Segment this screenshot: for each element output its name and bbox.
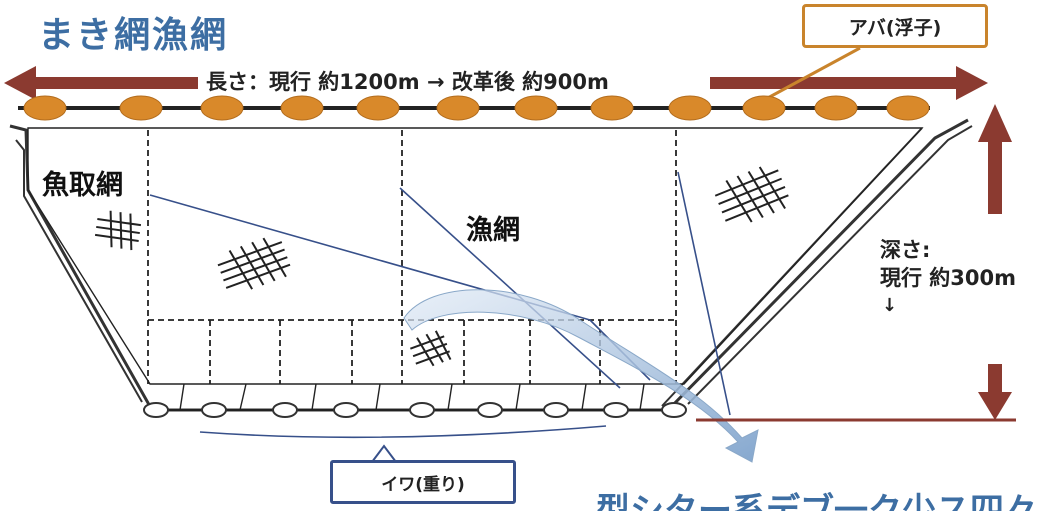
- main-net-label: 漁網: [466, 215, 520, 246]
- float-callout-pointer: [763, 46, 861, 102]
- mesh-symbols: [94, 166, 789, 367]
- float: [514, 95, 558, 121]
- weights-row: [143, 402, 687, 418]
- float: [742, 95, 786, 121]
- depth-arrow-up: [978, 104, 1012, 214]
- bag-net-label: 魚取網: [42, 170, 123, 201]
- depth-label: 深さ: 現行 約300m ↓: [880, 236, 1016, 320]
- float: [886, 95, 930, 121]
- float: [814, 95, 858, 121]
- length-arrow-right: [710, 66, 988, 100]
- weight-callout-label: イワ(重り): [381, 474, 465, 495]
- length-label: 長さ：現行 約1200m → 改革後 約900m: [206, 70, 609, 94]
- floats-row: [23, 95, 930, 121]
- flow-arrow: [403, 289, 759, 463]
- float: [356, 95, 400, 121]
- float: [23, 95, 67, 121]
- depth-label-value: 現行 約300m: [880, 266, 1017, 290]
- float: [200, 95, 244, 121]
- length-arrow-left: [4, 66, 198, 100]
- page-title: まき網漁網: [38, 15, 229, 56]
- depth-small-arrow: ↓: [882, 295, 898, 316]
- depth-label-title: 深さ:: [880, 238, 931, 262]
- float-callout-label: アバ(浮子): [848, 16, 942, 39]
- net-outline: [9, 118, 973, 412]
- float: [668, 95, 712, 121]
- weight-droppers: [179, 383, 645, 411]
- float: [436, 95, 480, 121]
- depth-arrow-down: [978, 364, 1012, 420]
- float: [590, 95, 634, 121]
- net-panels: [27, 127, 924, 385]
- bottom-cut-off-text: 型シター系デブ一ク少ス四々: [596, 491, 1038, 511]
- float-callout: アバ(浮子): [802, 4, 988, 48]
- weight-callout: イワ(重り): [330, 460, 516, 504]
- float: [119, 95, 163, 121]
- float: [280, 95, 324, 121]
